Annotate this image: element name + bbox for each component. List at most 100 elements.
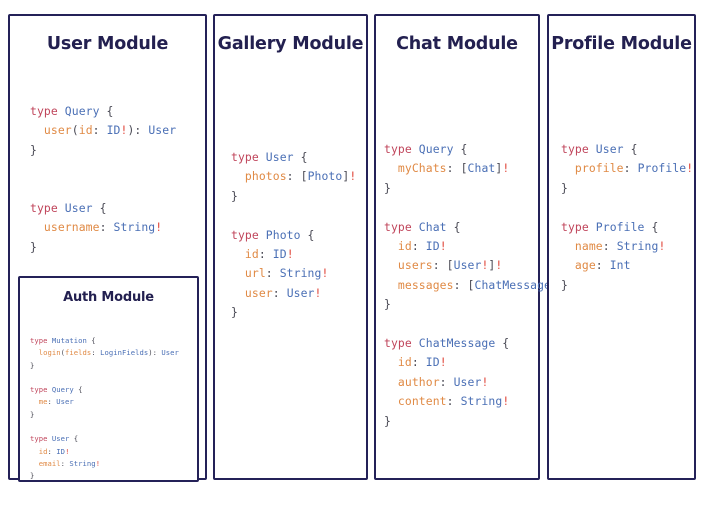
code-token-field: messages (397, 277, 454, 292)
code-token-field: fields (65, 348, 92, 358)
code-token-type: String (616, 239, 659, 254)
code-token-punct: : (99, 220, 114, 235)
module-card-chat[interactable]: Chat Module type Query { myChats: [Chat]… (374, 14, 565, 480)
code-line: type Chat { (384, 218, 565, 237)
code-line: author: User! (384, 373, 565, 392)
code-token-punct: } (30, 142, 37, 157)
code-token-type: Photo (265, 227, 301, 242)
code-line: messages: [ChatMessage]! (384, 276, 565, 295)
code-token-kw: type (231, 227, 266, 242)
code-token-kw: type (561, 142, 596, 156)
code-token-bang: ! (120, 123, 128, 138)
code-token-punct (231, 286, 245, 300)
code-token-punct: { (293, 150, 308, 164)
code-token-punct: : (432, 258, 447, 273)
code-token-type: Profile (637, 161, 687, 176)
code-token-kw: type (384, 336, 419, 351)
code-token-punct: ] (342, 169, 350, 184)
code-token-punct: : (265, 266, 280, 281)
code-line: type Photo { (231, 226, 356, 245)
code-token-type: User (453, 258, 482, 273)
code-token-punct: : (595, 258, 610, 273)
code-token-field: id (244, 247, 259, 262)
code-token-field: id (78, 123, 93, 138)
code-token-kw: type (561, 219, 596, 234)
module-title-user: User Module (46, 34, 169, 54)
code-token-type: User (265, 150, 294, 164)
code-token-punct: : (439, 374, 454, 389)
code-token-kw: type (30, 201, 65, 216)
code-token-punct: } (30, 409, 35, 419)
code-token-kw: type (231, 150, 266, 164)
code-line: } (561, 276, 693, 295)
module-card-profile[interactable]: Profile Module type User { profile: Prof… (547, 14, 696, 480)
code-token-bang: ! (481, 374, 489, 389)
code-line: myChats: [Chat]! (384, 159, 565, 178)
code-token-punct: : (446, 161, 461, 176)
code-token-type: Chat (418, 219, 447, 234)
code-line: } (384, 412, 565, 431)
module-card-gallery[interactable]: Gallery Module type User { photos: [Phot… (213, 14, 368, 480)
code-token-punct (384, 239, 398, 253)
code-block-chat: type Query { myChats: [Chat]!} type Chat… (384, 140, 565, 431)
module-title-auth: Auth Module (63, 290, 154, 305)
code-line: id: ID! (384, 353, 565, 372)
code-token-type: User (56, 397, 74, 407)
code-token-bang: ! (502, 161, 510, 176)
code-token-punct: { (69, 434, 79, 444)
code-line: } (30, 409, 179, 421)
code-token-field: author (397, 374, 440, 389)
code-token-kw: type (30, 336, 52, 345)
code-token-punct: : (272, 285, 287, 300)
module-card-auth[interactable]: Auth Module type Mutation { login(fields… (18, 276, 199, 482)
code-token-punct: } (561, 277, 568, 292)
module-card-user[interactable]: User Module type Query { user(id: ID!): … (8, 14, 207, 482)
code-line: id: ID! (231, 245, 356, 264)
code-token-punct: } (30, 239, 37, 254)
code-line (384, 315, 565, 334)
code-line: users: [User!]! (384, 256, 565, 275)
code-token-punct: { (99, 104, 114, 118)
code-token-punct (231, 169, 245, 183)
code-token-punct: { (644, 219, 659, 234)
module-title-profile: Profile Module (551, 34, 692, 54)
code-token-field: email (38, 458, 61, 468)
code-line: type Profile { (561, 218, 693, 237)
code-line (30, 372, 179, 384)
code-token-punct (30, 447, 39, 456)
code-line: email: String! (30, 458, 179, 470)
code-line: type User { (30, 199, 176, 218)
code-line: photos: [Photo]! (231, 167, 356, 186)
code-token-punct: } (384, 297, 391, 312)
code-token-punct: } (384, 413, 391, 428)
code-token-punct (30, 397, 39, 406)
code-token-type: String (279, 266, 322, 281)
code-line: id: ID! (30, 446, 179, 458)
code-line: me: User (30, 396, 179, 408)
code-line: profile: Profile! (561, 159, 693, 178)
code-line: login(fields: LoginFields): User (30, 347, 179, 359)
code-token-type: Query (64, 104, 100, 118)
code-token-bang: ! (502, 394, 510, 409)
code-line: url: String! (231, 264, 356, 283)
code-token-field: id (397, 239, 412, 254)
code-line: age: Int (561, 256, 693, 275)
code-line: } (30, 141, 176, 160)
code-line: } (231, 303, 356, 322)
code-token-punct: : (258, 247, 273, 262)
code-token-type: String (69, 458, 96, 468)
code-token-punct: : (47, 397, 57, 407)
code-token-punct: : (446, 394, 461, 409)
code-token-type: ID (56, 446, 66, 456)
code-token-type: LoginFields (100, 348, 149, 358)
code-token-bang: ! (439, 355, 447, 370)
code-line: } (561, 179, 693, 198)
code-token-field: url (244, 266, 266, 281)
code-token-field: users (397, 258, 433, 273)
code-token-punct: { (453, 142, 468, 156)
code-token-field: id (38, 446, 48, 456)
code-line: type Query { (384, 140, 565, 159)
code-token-type: Query (51, 385, 74, 395)
code-block-gallery: type User { photos: [Photo]!} type Photo… (231, 148, 356, 323)
code-token-punct (561, 258, 575, 272)
